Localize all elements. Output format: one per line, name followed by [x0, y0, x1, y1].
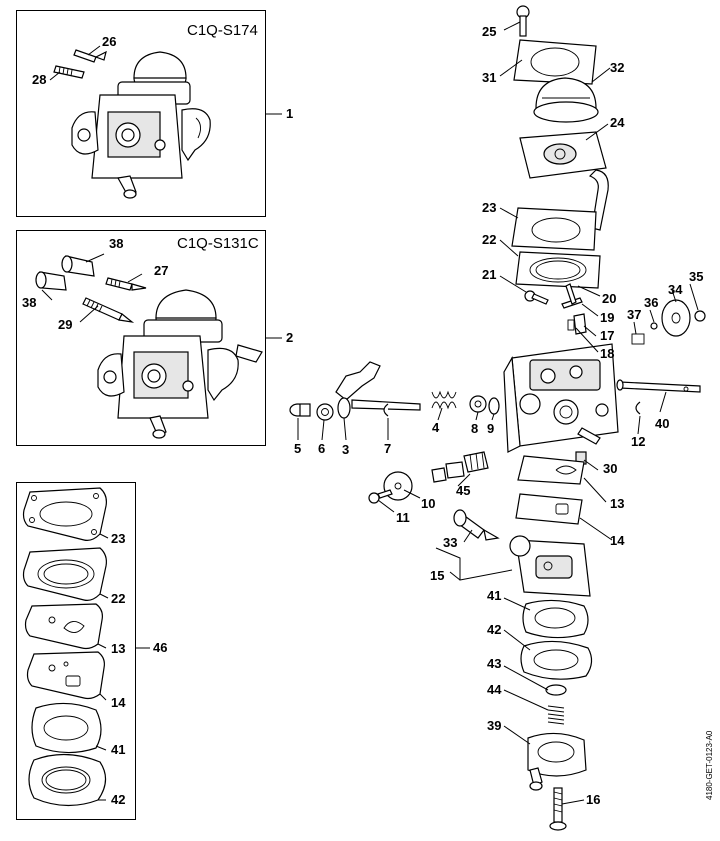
label-17: 17 [600, 328, 615, 343]
label-13-kit: 13 [111, 641, 126, 656]
model-label-s174: C1Q-S174 [187, 22, 258, 39]
gasket-kit-box [16, 482, 136, 820]
carburetor-box-s174 [16, 10, 266, 217]
figure-code: 4180-GET-0123-A0 [705, 730, 714, 800]
label-33: 33 [443, 535, 458, 550]
label-23: 23 [482, 200, 497, 215]
label-7: 7 [384, 441, 392, 456]
label-42-kit: 42 [111, 792, 126, 807]
label-42: 42 [487, 622, 502, 637]
label-15: 15 [430, 568, 445, 583]
label-8: 8 [471, 421, 479, 436]
carburetor-box-s131c [16, 230, 266, 446]
label-14: 14 [610, 533, 625, 548]
label-30: 30 [603, 461, 618, 476]
label-13: 13 [610, 496, 625, 511]
label-1: 1 [286, 106, 294, 121]
label-12: 12 [631, 434, 646, 449]
label-41: 41 [487, 588, 502, 603]
label-34: 34 [668, 282, 683, 297]
label-37: 37 [627, 307, 642, 322]
label-27: 27 [154, 263, 169, 278]
label-25: 25 [482, 24, 497, 39]
gasket-kit-drawing [22, 487, 107, 807]
label-46: 46 [153, 640, 168, 655]
label-10: 10 [421, 496, 436, 511]
label-36: 36 [644, 295, 659, 310]
label-41-kit: 41 [111, 742, 126, 757]
label-3: 3 [342, 442, 350, 457]
label-44: 44 [487, 682, 502, 697]
label-26: 26 [102, 34, 117, 49]
label-21: 21 [482, 267, 497, 282]
label-40: 40 [655, 416, 670, 431]
carburetor-s174-drawing [53, 49, 211, 199]
label-5: 5 [294, 441, 302, 456]
label-35: 35 [689, 269, 704, 284]
label-22-kit: 22 [111, 591, 126, 606]
label-43: 43 [487, 656, 502, 671]
label-39: 39 [487, 718, 502, 733]
label-16: 16 [586, 792, 601, 807]
label-22: 22 [482, 232, 497, 247]
label-20: 20 [602, 291, 617, 306]
main-exploded-stack [289, 5, 706, 831]
label-32: 32 [610, 60, 625, 75]
label-6: 6 [318, 441, 326, 456]
label-29: 29 [58, 317, 73, 332]
label-38-top: 38 [109, 236, 124, 251]
label-23-kit: 23 [111, 531, 126, 546]
label-14-kit: 14 [111, 695, 126, 710]
label-28: 28 [32, 72, 47, 87]
label-11: 11 [396, 510, 410, 525]
label-9: 9 [487, 421, 495, 436]
label-18: 18 [600, 346, 615, 361]
label-38-left: 38 [22, 295, 37, 310]
label-24: 24 [610, 115, 625, 130]
carburetor-s131c-drawing [35, 255, 263, 439]
label-45: 45 [456, 483, 471, 498]
model-label-s131c: C1Q-S131C [177, 235, 259, 252]
label-2: 2 [286, 330, 294, 345]
label-19: 19 [600, 310, 615, 325]
label-31: 31 [482, 70, 497, 85]
label-4: 4 [432, 420, 440, 435]
